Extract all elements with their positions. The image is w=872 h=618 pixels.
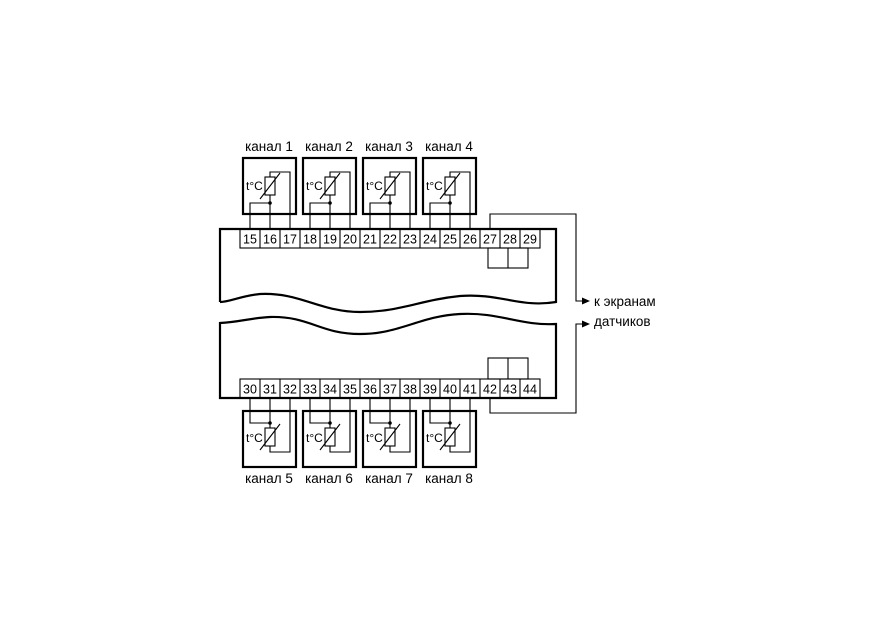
junction-dot — [448, 421, 452, 425]
sensor-label: t°C — [426, 431, 443, 445]
terminal-numbers-top: 15 16 17 18 19 20 21 22 23 24 25 26 27 28 29 — [243, 229, 537, 248]
junction-dot — [328, 421, 332, 425]
lead-wire — [309, 202, 330, 229]
lead-wire — [449, 398, 471, 453]
terminal-bottom-number: 34 — [323, 383, 337, 397]
channel-label: канал 8 — [425, 471, 473, 486]
terminal-bottom-number: 44 — [523, 383, 537, 397]
terminal-bottom-number: 39 — [423, 383, 437, 397]
thermistor-slash — [319, 423, 341, 451]
device-body-lower — [218, 312, 558, 400]
shield-wire-bottom — [489, 323, 583, 414]
terminal-bottom-number: 43 — [503, 383, 517, 397]
lead-wire — [329, 171, 351, 229]
channel-label: канал 7 — [365, 471, 413, 486]
channel-label: канал 1 — [245, 139, 293, 154]
lead-wire — [249, 202, 270, 229]
terminal-bottom-number: 37 — [383, 383, 397, 397]
sensor-label: t°C — [306, 431, 323, 445]
shield-label-line1: к экранам — [594, 294, 656, 309]
terminal-bottom-number: 30 — [243, 383, 257, 397]
channel-label: канал 3 — [365, 139, 413, 154]
junction-dot — [268, 201, 272, 205]
terminal-top-number: 18 — [303, 233, 317, 247]
sensor-label: t°C — [366, 431, 383, 445]
terminal-top-number: 23 — [403, 233, 417, 247]
lead-wire — [449, 171, 471, 229]
terminal-top-number: 19 — [323, 233, 337, 247]
channel-label: канал 5 — [245, 471, 293, 486]
terminal-top-number: 25 — [443, 233, 457, 247]
sensors-bottom: t°C канал 5 t°C канал 6 t°C канал 7 t°C канал 8 — [241, 398, 478, 486]
sensor-top-3: t°C канал 3 — [361, 139, 418, 229]
terminal-top-number: 21 — [363, 233, 377, 247]
junction-dot — [448, 201, 452, 205]
sensor-label: t°C — [246, 431, 263, 445]
terminal-bottom-number: 41 — [463, 383, 477, 397]
sensor-top-1: t°C канал 1 — [241, 139, 298, 229]
terminal-top-number: 20 — [343, 233, 357, 247]
thermistor-slash — [439, 423, 461, 451]
sensor-label: t°C — [366, 179, 383, 193]
terminal-bottom-number: 35 — [343, 383, 357, 397]
junction-dot — [388, 421, 392, 425]
terminal-top-number: 15 — [243, 233, 257, 247]
terminal-top-number: 24 — [423, 233, 437, 247]
thermistor-slash — [259, 423, 281, 451]
lead-wire — [249, 398, 270, 424]
sensor-bottom-3: t°C канал 7 — [361, 398, 418, 486]
junction-dot — [328, 201, 332, 205]
junction-dot — [388, 201, 392, 205]
channel-label: канал 2 — [305, 139, 353, 154]
lead-wire — [369, 202, 390, 229]
terminal-top-number: 26 — [463, 233, 477, 247]
sensor-bottom-4: t°C канал 8 — [421, 398, 478, 486]
channel-label: канал 6 — [305, 471, 353, 486]
terminal-bottom-number: 38 — [403, 383, 417, 397]
shield-arrow-top — [582, 297, 590, 305]
terminal-top-number: 29 — [523, 233, 537, 247]
device-body-upper — [218, 227, 558, 314]
shield-wire-top — [489, 213, 583, 302]
terminal-top-number: 16 — [263, 233, 277, 247]
terminal-top-number: 17 — [283, 233, 297, 247]
sensors-top: t°C канал 1 t°C канал 2 t°C канал 3 t°C канал 4 — [241, 139, 478, 229]
terminal-bottom-number: 31 — [263, 383, 277, 397]
terminal-bottom-number: 32 — [283, 383, 297, 397]
sensor-bottom-2: t°C канал 6 — [301, 398, 358, 486]
junction-dot — [268, 421, 272, 425]
lead-wire — [269, 171, 291, 229]
terminal-bottom-number: 42 — [483, 383, 497, 397]
lead-wire — [329, 398, 351, 453]
lead-wire — [369, 398, 390, 424]
sensor-label: t°C — [246, 179, 263, 193]
terminal-bottom-number: 33 — [303, 383, 317, 397]
lead-wire — [269, 398, 291, 453]
thermistor-slash — [319, 172, 341, 200]
sensor-label: t°C — [426, 179, 443, 193]
thermistor-slash — [439, 172, 461, 200]
sensor-top-2: t°C канал 2 — [301, 139, 358, 229]
sensor-bottom-1: t°C канал 5 — [241, 398, 298, 486]
shield-arrow-bottom — [582, 320, 590, 328]
terminal-top-number: 27 — [483, 233, 497, 247]
terminal-numbers-bottom: 30 31 32 33 34 35 36 37 38 39 40 41 42 43 44 — [243, 379, 537, 398]
lead-wire — [429, 398, 450, 424]
lead-wire — [389, 171, 411, 229]
lead-wire — [309, 398, 330, 424]
terminal-top-number: 22 — [383, 233, 397, 247]
thermistor-slash — [379, 172, 401, 200]
lead-wire — [389, 398, 411, 453]
channel-label: канал 4 — [425, 139, 473, 154]
lead-wire — [429, 202, 450, 229]
thermistor-slash — [259, 172, 281, 200]
terminal-top-number: 28 — [503, 233, 517, 247]
shield-label-line2: датчиков — [594, 314, 651, 329]
sensor-top-4: t°C канал 4 — [421, 139, 478, 229]
sensor-label: t°C — [306, 179, 323, 193]
terminal-bottom-number: 40 — [443, 383, 457, 397]
thermistor-slash — [379, 423, 401, 451]
terminal-bottom-number: 36 — [363, 383, 377, 397]
